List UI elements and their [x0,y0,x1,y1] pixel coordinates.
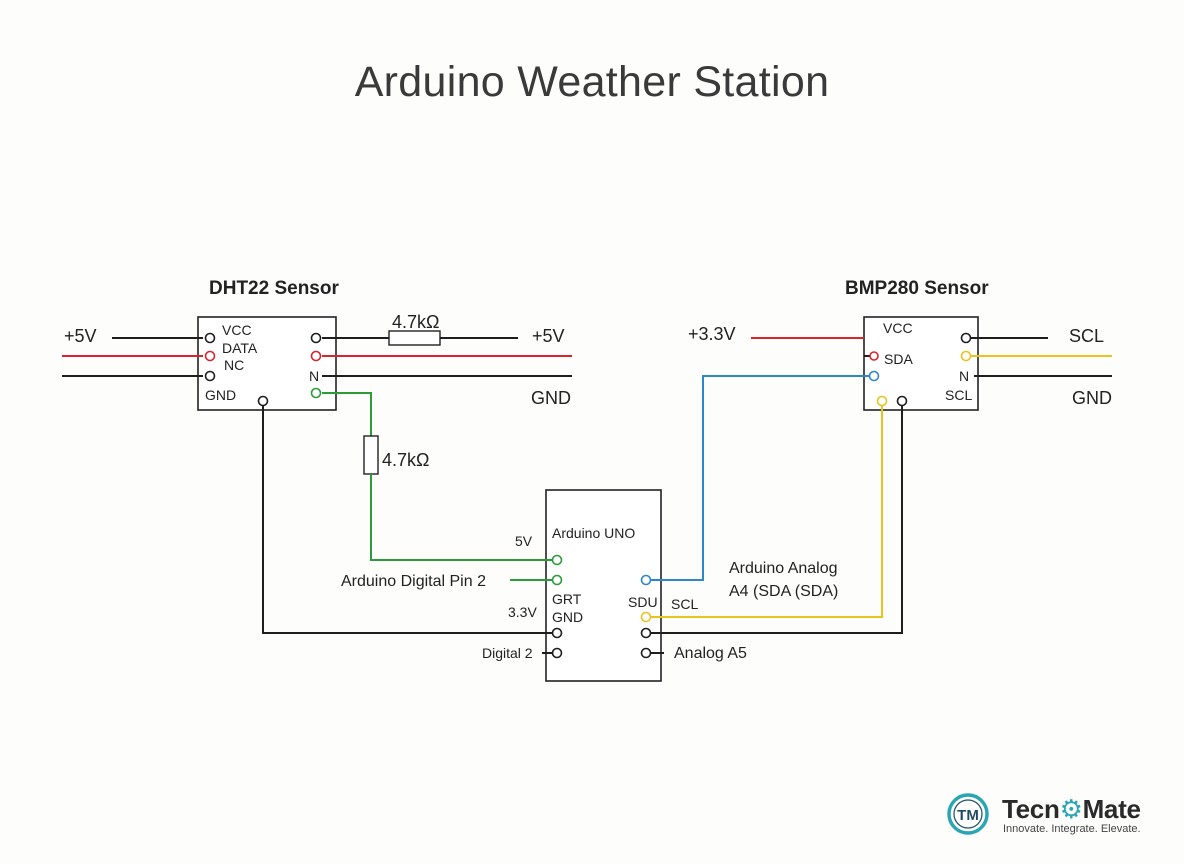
mid-resistor-to-5v-wire [370,474,552,561]
svg-text:TM: TM [957,807,979,824]
arduino-analog-label-1: Arduino Analog [729,560,838,577]
arduino-digital2-pin [551,647,563,659]
logo-tagline: Innovate. Integrate. Elevate. [1003,823,1141,835]
dht22-right-gnd-label: GND [531,388,571,408]
arduino-scl-pin [640,611,652,623]
bmp280-right-scl-label: SCL [1069,326,1105,346]
dht22-data-label: DATA [222,340,258,356]
tecnomate-logo-mark: TM [947,793,989,835]
bmp280-gnd-wire [644,402,903,634]
bmp280-sda-pin [869,351,879,361]
sda-wire [644,375,874,581]
arduino-gnd-right-pin [640,627,652,639]
gear-icon: ⚙ [1059,794,1083,824]
arduino-sdu-label: SDU [628,594,658,610]
dht22-to-arduino-data-wire [322,392,372,436]
bmp280-sda-label: SDA [884,351,913,367]
dht22-right-n-label: N [309,368,320,384]
bmp280-sda-out-pin [868,370,880,382]
bmp280-right-pin-2 [960,350,972,362]
mid-resistor-label: 4.7kΩ [382,450,430,470]
arduino-a5-pin [640,647,652,659]
logo-brand: Tecn⚙Mate [1002,794,1141,824]
arduino-digital2-label: Digital 2 [482,645,533,661]
dht22-vcc-pin [204,332,216,344]
arduino-box [545,489,662,682]
arduino-gnd-pin [551,627,563,639]
arduino-analog-label-2: A4 (SDA (SDA) [729,583,839,600]
bmp280-title: BMP280 Sensor [845,278,989,299]
mid-resistor [363,435,379,475]
bmp280-scl-label: SCL [945,387,973,403]
arduino-gnd-label: GND [552,609,584,625]
arduino-d2-pin [551,574,563,586]
dht22-right-pin-2 [310,350,322,362]
bmp280-scl-pin [876,395,888,407]
bmp280-33v-label: +3.3V [688,324,736,344]
arduino-grt-label: GRT [552,591,582,607]
page-title: Arduino Weather Station [354,58,830,106]
arduino-title: Arduino UNO [552,525,636,541]
bmp280-box [863,316,979,411]
bmp280-right-pin-1 [960,332,972,344]
arduino-33v-label: 3.3V [508,604,537,620]
dht22-5v-label: +5V [64,326,97,346]
bmp280-vcc-label: VCC [883,320,913,336]
bmp280-right-n-label: N [959,368,970,384]
dht22-gnd-label: GND [205,387,237,403]
tecnomate-logo: TM Tecn⚙Mate Innovate. Integrate. Elevat… [946,790,1168,838]
dht22-right-pin-4 [310,387,322,399]
dht22-vcc-label: VCC [222,322,252,338]
dht22-gnd-to-arduino-wire [262,406,552,634]
dht22-right-5v-label: +5V [532,326,565,346]
bmp280-right-gnd-label: GND [1072,388,1112,408]
dht22-data-pin [204,350,216,362]
dht22-nc-label: NC [224,357,245,373]
dht22-top-resistor-label: 4.7kΩ [392,312,440,332]
arduino-analog-a5-label: Analog A5 [674,645,747,662]
dht22-title: DHT22 Sensor [209,278,339,299]
arduino-5v-label: 5V [515,533,533,549]
arduino-5v-pin [551,554,563,566]
dht22-top-resistor [388,330,441,346]
dht22-right-pin-1 [310,332,322,344]
bmp280-gnd-pin [896,395,908,407]
scl-wire [644,402,883,618]
arduino-scl-label: SCL [671,596,699,612]
arduino-sda-pin [640,574,652,586]
dht22-gnd-pin [257,395,269,407]
dht22-nc-pin [204,370,216,382]
arduino-digital-pin2-label: Arduino Digital Pin 2 [341,573,486,590]
